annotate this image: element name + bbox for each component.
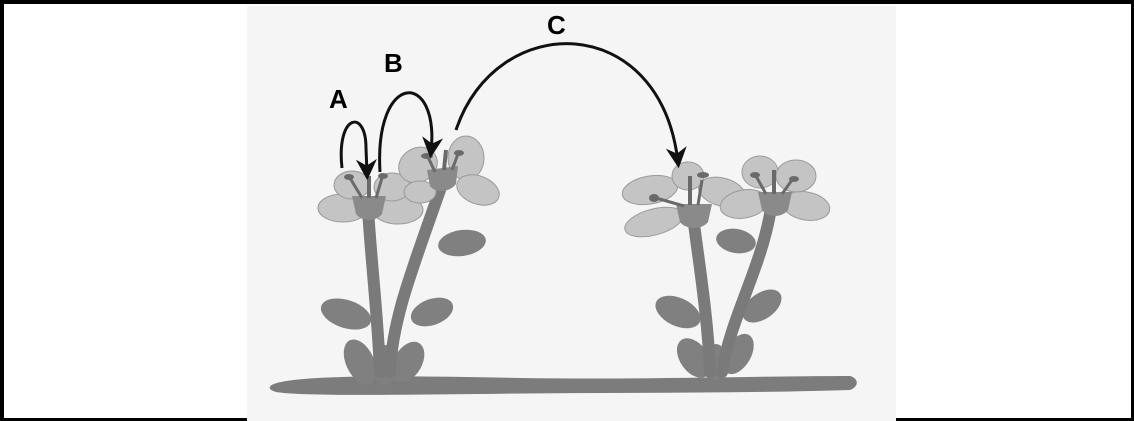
anther — [789, 176, 799, 182]
petal — [776, 160, 816, 192]
anther — [421, 153, 433, 159]
anther — [649, 194, 659, 202]
label-a: A — [329, 84, 348, 114]
leaf — [436, 227, 487, 259]
arrow-a — [341, 122, 367, 174]
flower-base — [676, 204, 712, 228]
leaf — [714, 226, 758, 257]
label-c: C — [547, 10, 566, 40]
leaf — [317, 293, 375, 336]
anther — [750, 172, 760, 178]
anther — [697, 172, 709, 178]
anther — [378, 173, 388, 179]
anther — [344, 174, 354, 180]
pistil — [444, 150, 446, 170]
label-b: B — [384, 48, 403, 78]
arrow-c — [456, 44, 678, 162]
petal — [622, 202, 687, 243]
flower-2 — [392, 136, 503, 211]
leaf — [407, 292, 457, 331]
right-plant-pair — [620, 156, 832, 384]
stem — [368, 210, 380, 372]
left-plant-pair — [317, 136, 504, 390]
anther — [454, 150, 464, 156]
